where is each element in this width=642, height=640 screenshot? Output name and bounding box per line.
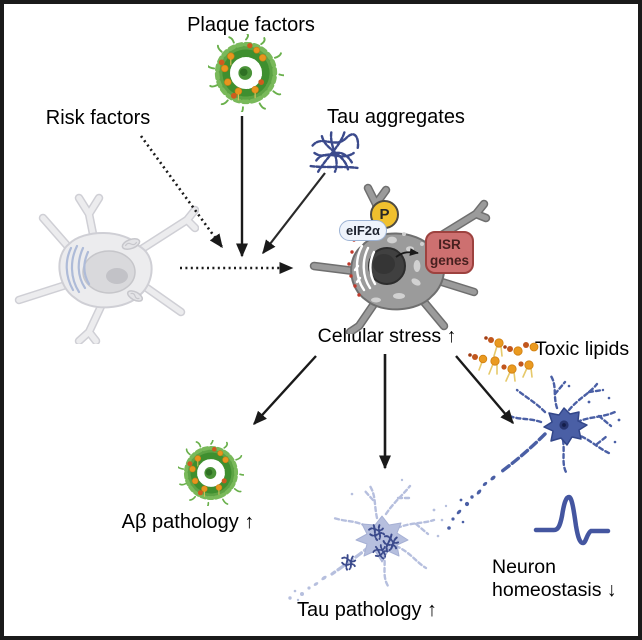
organelles: [371, 232, 424, 303]
endoplasmic-reticulum: [65, 244, 91, 294]
mitochondrion: [121, 238, 141, 250]
neuron-illustration: [447, 374, 621, 530]
resting-glial-cell-illustration: [14, 193, 199, 344]
tau-tangle-icon: [309, 131, 360, 173]
eif2a-text: eIF2α: [346, 223, 381, 238]
tau-pathology-label: Tau pathology ↑: [296, 599, 438, 621]
degenerating-neuron-illustration: [288, 478, 448, 602]
axon-fragments: [288, 478, 448, 602]
mitochondrion: [126, 290, 144, 302]
endoplasmic-reticulum: [353, 244, 377, 292]
toxic-lipids-icon: [468, 336, 539, 382]
tau-aggregates-label: Tau aggregates: [327, 106, 465, 128]
eif2a-label-pill: eIF2α: [339, 220, 388, 241]
plaque-lipid-deposits: [220, 46, 267, 95]
neuron-soma: [355, 515, 409, 563]
abeta-pathology-label: Aβ pathology ↑: [121, 511, 255, 533]
axon-fragments: [447, 384, 621, 530]
isr-genes-line2: genes: [429, 252, 470, 268]
stressed-glial-cell-illustration: [309, 183, 491, 334]
plaque-factors-label: Plaque factors: [187, 14, 315, 36]
neuron-homeostasis-label: Neuron homeostasis ↓: [492, 556, 617, 603]
arrow-stress-to-abeta-pathology: [253, 355, 317, 426]
amyloid-plaque-illustration-top: [208, 34, 284, 112]
action-potential-trace: [533, 494, 611, 546]
amyloid-plaque-illustration-bottom: [178, 440, 244, 506]
toxic-lipids-label: Toxic lipids: [534, 338, 630, 360]
neuron-homeostasis-line1: Neuron: [492, 556, 556, 578]
neuron-homeostasis-line2: homeostasis ↓: [492, 579, 617, 602]
phospho-letter: P: [379, 206, 390, 223]
isr-genes-box: ISR genes: [425, 231, 474, 274]
risk-factors-label: Risk factors: [45, 107, 151, 129]
isr-genes-line1: ISR: [438, 237, 461, 253]
